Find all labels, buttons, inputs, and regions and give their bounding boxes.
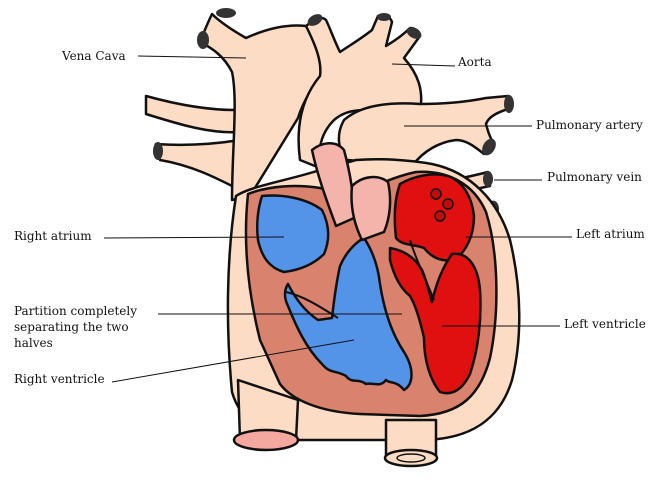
left-upper-branch — [144, 94, 242, 134]
aorta-opening-right — [406, 27, 422, 39]
aortic-valve-flap — [350, 175, 392, 242]
vena-cava-side-opening — [197, 31, 209, 49]
leader-right-ventricle — [111, 339, 355, 383]
aorta-opening-left — [307, 14, 323, 26]
mitral-chordae — [409, 239, 435, 301]
inferior-vena-cava-opening — [232, 428, 300, 452]
label-right-atrium: Right atrium — [14, 229, 92, 243]
label-pulmonary-vein: Pulmonary vein — [547, 170, 642, 184]
labels: Vena Cava Aorta Pulmonary artery Pulmona… — [14, 49, 646, 386]
pulmonary-vein-opening-dot-3 — [434, 210, 446, 222]
aorta-opening-middle — [377, 13, 391, 21]
label-partition-line-3: halves — [14, 336, 53, 350]
label-pulmonary-artery: Pulmonary artery — [536, 118, 643, 132]
left-ventricle-chamber — [388, 246, 482, 395]
label-right-ventricle: Right ventricle — [14, 372, 105, 386]
leader-lines — [103, 55, 572, 383]
leader-vena-cava — [137, 55, 247, 59]
label-vena-cava: Vena Cava — [61, 49, 126, 63]
heart-body — [226, 142, 521, 468]
pulmonary-vein-opening-dot-2 — [442, 198, 454, 210]
descending-aorta-lumen — [396, 453, 426, 463]
label-aorta: Aorta — [457, 55, 492, 69]
right-atrium-chamber — [255, 194, 330, 274]
left-lower-branch-opening — [153, 142, 163, 160]
label-partition-line-1: Partition completely — [14, 304, 137, 318]
pulmonary-vein-opening-dot-1 — [430, 188, 442, 200]
pulmonary-artery-opening-upper — [504, 95, 514, 113]
label-left-atrium: Left atrium — [576, 227, 645, 241]
leader-right-atrium — [103, 236, 285, 239]
vena-cava-opening — [216, 8, 236, 18]
leader-aorta — [391, 63, 456, 67]
left-lower-branch — [154, 138, 246, 194]
pulmonary-artery-opening-lower — [482, 138, 496, 156]
label-left-ventricle: Left ventricle — [564, 317, 646, 331]
pulmonary-vein-upper-opening — [483, 171, 493, 187]
label-partition-line-2: separating the two — [14, 320, 129, 334]
tricuspid-chordae — [285, 291, 339, 319]
